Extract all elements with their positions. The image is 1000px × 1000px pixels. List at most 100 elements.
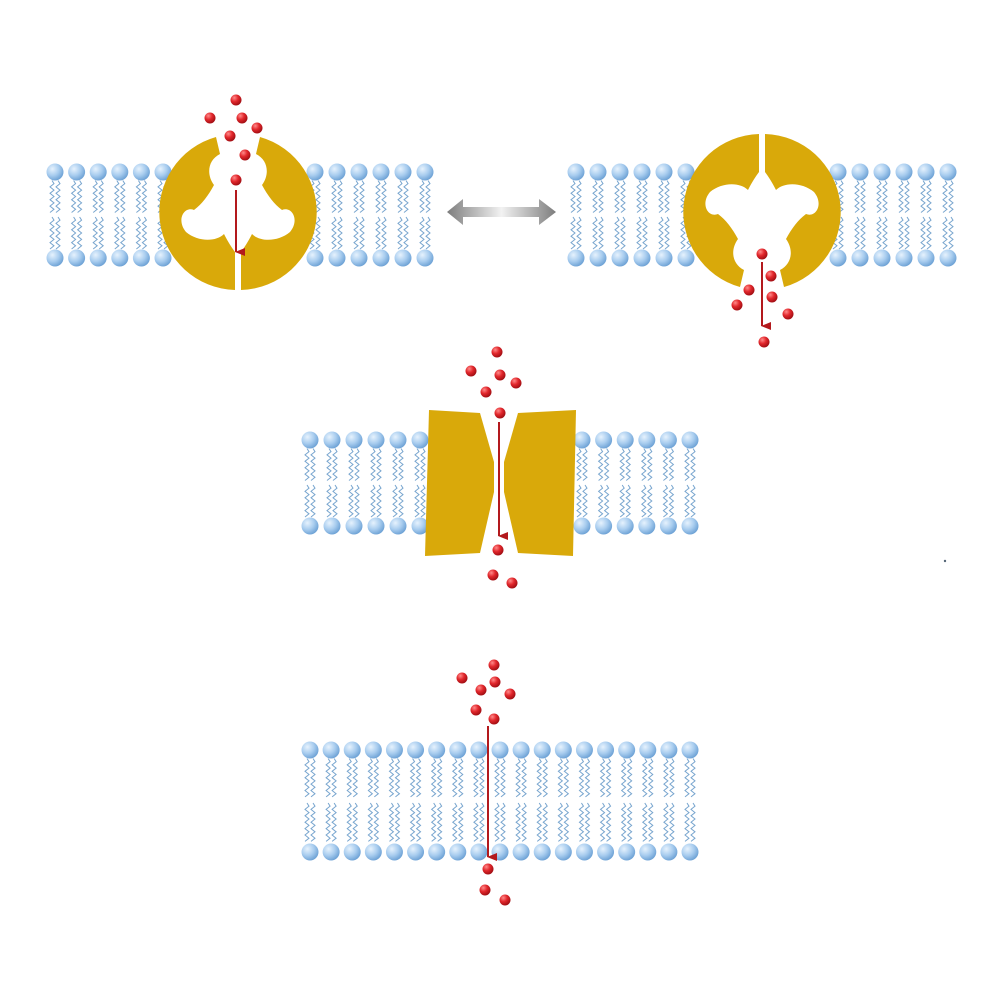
lipid-head — [829, 163, 847, 181]
carrier-protein-right-half — [765, 134, 841, 287]
lipid-tail — [425, 180, 431, 213]
lipid-head — [512, 741, 530, 759]
lipid-tail — [376, 484, 382, 518]
lipid-tail — [348, 448, 354, 481]
lipid-head — [639, 741, 657, 759]
lipid-head — [132, 163, 150, 181]
lipid-head — [573, 431, 591, 449]
lipid-head — [364, 843, 382, 861]
lipid-tail — [388, 758, 395, 798]
lipid-tail — [647, 802, 654, 842]
lipid-tail — [576, 216, 582, 250]
lipid-tail — [370, 448, 376, 481]
lipid-head — [638, 431, 656, 449]
lipid-tail — [370, 484, 376, 518]
lipid-head — [372, 249, 390, 267]
lipid-head — [597, 741, 615, 759]
lipid-head — [681, 843, 699, 861]
lipid-tail — [310, 758, 316, 798]
lipid-tail — [948, 216, 954, 250]
lipid-tail — [669, 802, 675, 842]
lipid-head — [851, 163, 869, 181]
lipid-head — [428, 741, 446, 759]
lipid-tail — [614, 216, 620, 250]
solute-molecule — [487, 569, 499, 581]
solute-molecule — [494, 407, 506, 419]
lipid-tail — [570, 216, 576, 250]
lipid-tail — [381, 180, 387, 213]
lipid-head — [597, 843, 615, 861]
carrier-protein-left-half — [683, 134, 759, 287]
solute-molecule — [506, 577, 518, 589]
solute-molecule — [491, 346, 503, 358]
lipid-head — [638, 517, 656, 535]
lipid-head — [491, 843, 509, 861]
lipid-head — [328, 163, 346, 181]
lipid-tail — [542, 758, 549, 798]
lipid-head — [616, 517, 634, 535]
lipid-tail — [640, 484, 647, 518]
lipid-head — [567, 163, 585, 181]
lipid-tail — [414, 484, 420, 518]
lipid-tail — [348, 484, 354, 518]
lipid-tail — [304, 484, 310, 518]
lipid-tail — [331, 180, 337, 213]
solute-molecule — [482, 863, 494, 875]
lipid-head — [367, 431, 385, 449]
lipid-head — [895, 249, 913, 267]
lipid-tail — [397, 180, 403, 213]
simple-diffusion-panel — [301, 659, 699, 906]
lipid-head — [350, 249, 368, 267]
lipid-tail — [436, 802, 443, 842]
lipid-tail — [854, 216, 860, 250]
solute-molecule — [489, 676, 501, 688]
lipid-tail — [536, 802, 543, 842]
lipid-tail — [626, 802, 633, 842]
lipid-tail — [479, 802, 485, 842]
lipid-tail — [113, 180, 120, 213]
lipid-tail — [352, 802, 359, 842]
lipid-tail — [904, 216, 910, 250]
lipid-tail — [625, 448, 632, 481]
membrane-bilayer-left-1 — [46, 163, 172, 267]
lipid-tail — [415, 802, 422, 842]
lipid-tail — [920, 216, 926, 250]
carrier-panel-open-inside — [567, 134, 957, 348]
lipid-tail — [376, 448, 382, 481]
solute-molecule — [479, 884, 491, 896]
lipid-tail — [419, 216, 425, 250]
lipid-head — [677, 163, 695, 181]
lipid-tail — [430, 758, 437, 798]
lipid-head — [533, 741, 551, 759]
membrane-bilayer-right-2 — [829, 163, 957, 267]
lipid-tail — [668, 484, 675, 518]
lipid-tail — [599, 802, 606, 842]
lipid-tail — [392, 448, 398, 481]
lipid-tail — [119, 180, 126, 213]
lipid-tail — [620, 180, 626, 213]
solute-molecule — [743, 284, 755, 296]
lipid-tail — [135, 216, 142, 250]
lipid-tail — [113, 216, 120, 250]
lipid-tail — [619, 448, 626, 481]
lipid-head — [306, 249, 324, 267]
lipid-tail — [337, 216, 343, 250]
lipid-tail — [584, 802, 591, 842]
lipid-tail — [926, 180, 932, 213]
membrane-bilayer-left-3 — [301, 431, 429, 535]
solute-molecule — [488, 659, 500, 671]
lipid-head — [449, 741, 467, 759]
lipid-tail — [860, 180, 866, 213]
solute-molecule — [230, 174, 242, 186]
lipid-head — [111, 163, 129, 181]
lipid-head — [407, 741, 425, 759]
lipid-tail — [76, 216, 83, 250]
lipid-tail — [898, 216, 904, 250]
solutes-diffusion — [456, 659, 516, 906]
membrane-bilayer-full-4 — [301, 741, 699, 861]
lipid-head — [394, 249, 412, 267]
solute-molecule — [494, 369, 506, 381]
lipid-tail — [684, 758, 690, 798]
solute-molecule — [731, 299, 743, 311]
lipid-tail — [375, 216, 381, 250]
